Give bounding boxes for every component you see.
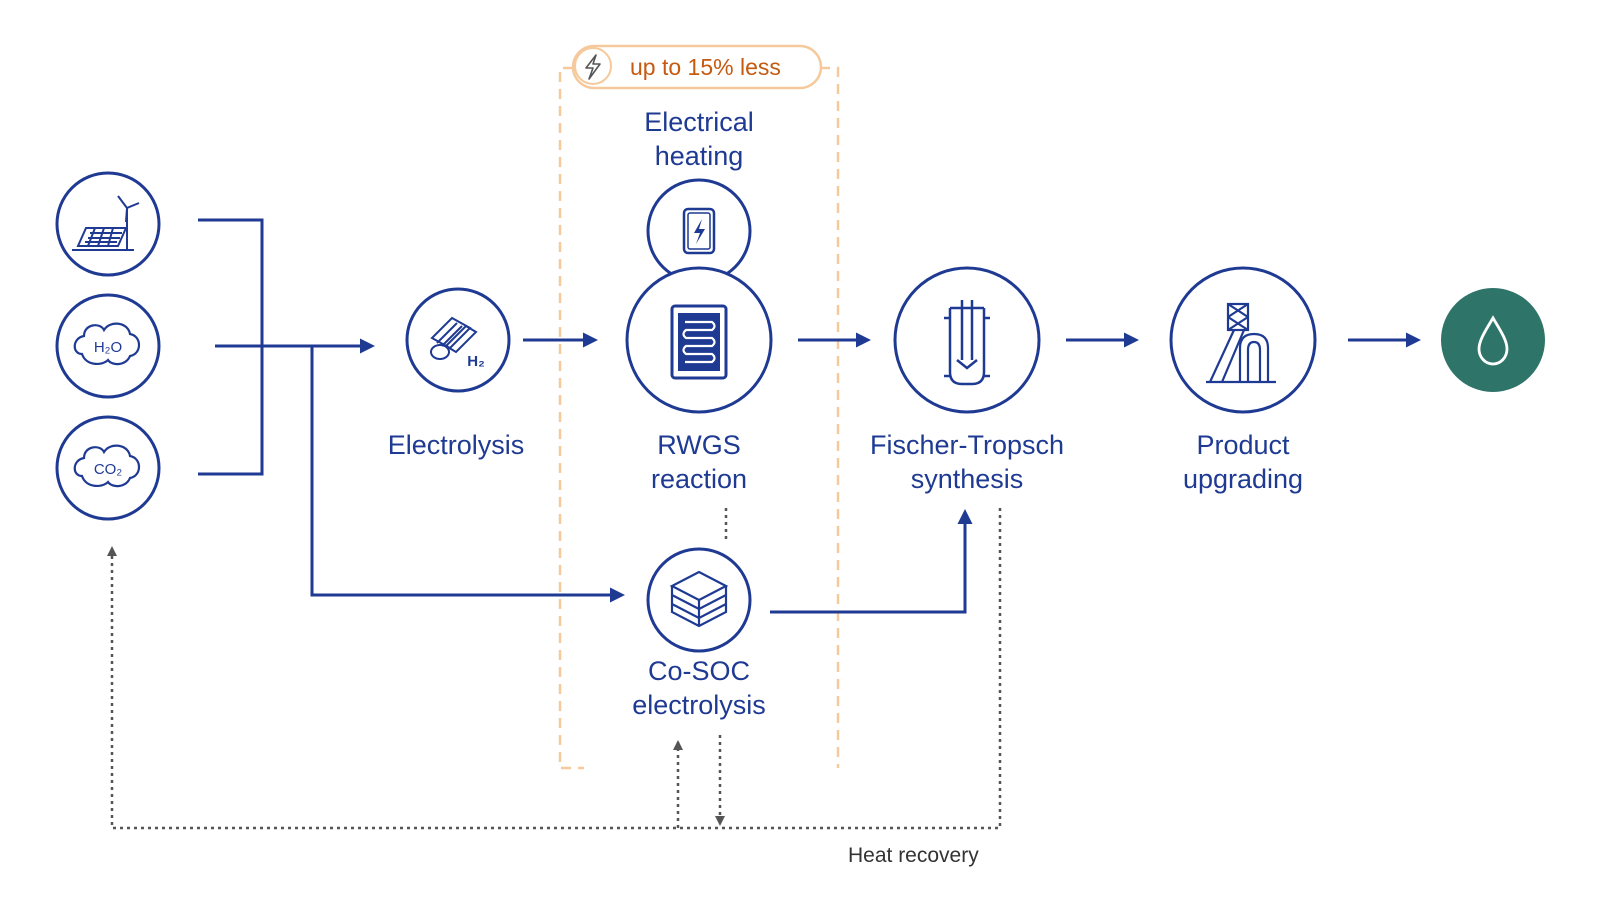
water-node: H₂O bbox=[55, 293, 161, 399]
heat-recovery-lines bbox=[107, 508, 1002, 830]
cell-stack-icon bbox=[669, 570, 729, 628]
fischer-tropsch-label-line1: Fischer-Tropsch bbox=[870, 430, 1064, 460]
heat-recovery-to-inputs bbox=[107, 508, 1002, 830]
co2-label: CO₂ bbox=[94, 461, 123, 478]
co-soc-node: Co-SOC electrolysis bbox=[632, 547, 766, 720]
co-soc-label-line2: electrolysis bbox=[632, 690, 766, 720]
rwgs-node: RWGS reaction bbox=[625, 266, 773, 494]
co-soc-label-line1: Co-SOC bbox=[648, 656, 750, 686]
co2-node: CO₂ bbox=[55, 415, 161, 521]
heat-recovery-label: Heat recovery bbox=[848, 844, 979, 867]
badge-text: up to 15% less bbox=[630, 54, 781, 80]
electrical-heating-node: Electrical heating bbox=[644, 107, 754, 284]
electrolysis-label: Electrolysis bbox=[388, 430, 525, 460]
co2-cloud-icon bbox=[73, 444, 141, 488]
solar-wind-icon bbox=[72, 195, 140, 251]
refinery-tower-icon bbox=[1206, 302, 1276, 384]
fuel-drop-icon bbox=[1477, 315, 1509, 366]
electrical-heating-label-line1: Electrical bbox=[644, 107, 754, 137]
h2-label: H₂ bbox=[467, 353, 485, 370]
reactor-coil-icon bbox=[670, 304, 728, 380]
electrical-heating-label-line2: heating bbox=[655, 141, 744, 171]
upgrading-label-line1: Product bbox=[1196, 430, 1290, 460]
lightning-icon bbox=[585, 54, 601, 80]
h2-electrolyzer-icon bbox=[430, 316, 478, 360]
rwgs-label-line2: reaction bbox=[651, 464, 747, 494]
flow-lines bbox=[198, 218, 1421, 614]
upgrading-node: Product upgrading bbox=[1169, 266, 1317, 494]
energy-badge: up to 15% less bbox=[571, 44, 823, 90]
product-node bbox=[1441, 288, 1545, 392]
upgrading-label-line2: upgrading bbox=[1183, 464, 1303, 494]
rwgs-label-line1: RWGS bbox=[657, 430, 741, 460]
electrolysis-node: H₂ Electrolysis bbox=[388, 287, 525, 460]
renewables-node bbox=[55, 171, 161, 277]
h2o-cloud-icon bbox=[73, 322, 141, 366]
arrow-co-soc-to-fischer-tropsch bbox=[770, 509, 973, 614]
ft-reactor-icon bbox=[944, 300, 990, 386]
energy-saving-box bbox=[558, 66, 840, 770]
arrow-to-co-soc bbox=[310, 346, 625, 603]
fischer-tropsch-label-line2: synthesis bbox=[911, 464, 1024, 494]
battery-lightning-icon bbox=[682, 207, 716, 255]
h2o-label: H₂O bbox=[94, 339, 122, 356]
fischer-tropsch-node: Fischer-Tropsch synthesis bbox=[870, 266, 1064, 494]
